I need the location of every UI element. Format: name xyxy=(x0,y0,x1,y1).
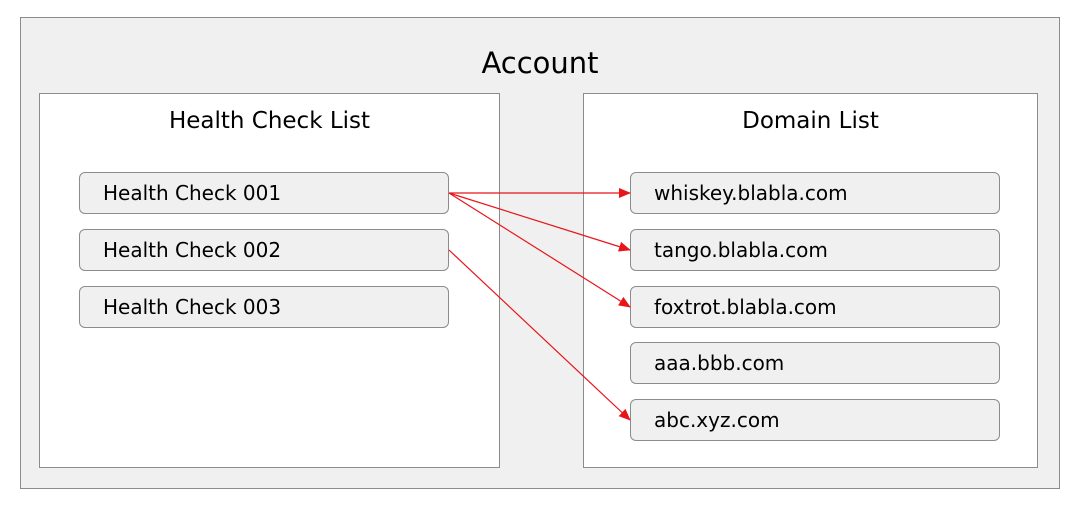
health-check-list-panel: Health Check List xyxy=(39,93,500,468)
account-title: Account xyxy=(481,46,599,80)
domain-item-abc[interactable]: abc.xyz.com xyxy=(630,399,1000,441)
health-check-item-002[interactable]: Health Check 002 xyxy=(79,229,449,271)
health-check-item-003[interactable]: Health Check 003 xyxy=(79,286,449,328)
domain-item-tango[interactable]: tango.blabla.com xyxy=(630,229,1000,271)
domain-item-aaa[interactable]: aaa.bbb.com xyxy=(630,342,1000,384)
domain-item-foxtrot[interactable]: foxtrot.blabla.com xyxy=(630,286,1000,328)
health-check-item-001[interactable]: Health Check 001 xyxy=(79,172,449,214)
domain-list-title: Domain List xyxy=(742,108,879,134)
health-check-list-title: Health Check List xyxy=(168,108,371,134)
domain-item-whiskey[interactable]: whiskey.blabla.com xyxy=(630,172,1000,214)
